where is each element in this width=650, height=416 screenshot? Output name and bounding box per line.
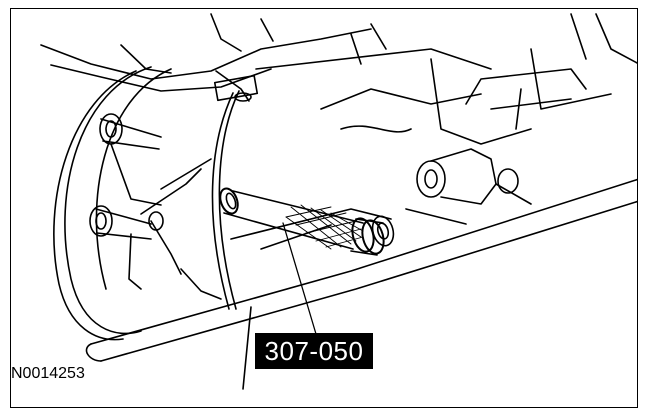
special-tool-307-050	[219, 187, 395, 256]
bell-housing-flange	[53, 66, 222, 341]
figure-id-label: N0014253	[11, 365, 85, 382]
transmission-case-illustration	[40, 13, 637, 390]
side-boss	[405, 148, 532, 225]
case-body	[255, 13, 637, 145]
case-lower-rails	[85, 178, 637, 390]
case-bore	[211, 70, 259, 310]
callout-leader-line	[282, 222, 317, 335]
housing-upper-lines	[40, 13, 372, 92]
tool-number-callout: 307-050	[255, 333, 373, 369]
